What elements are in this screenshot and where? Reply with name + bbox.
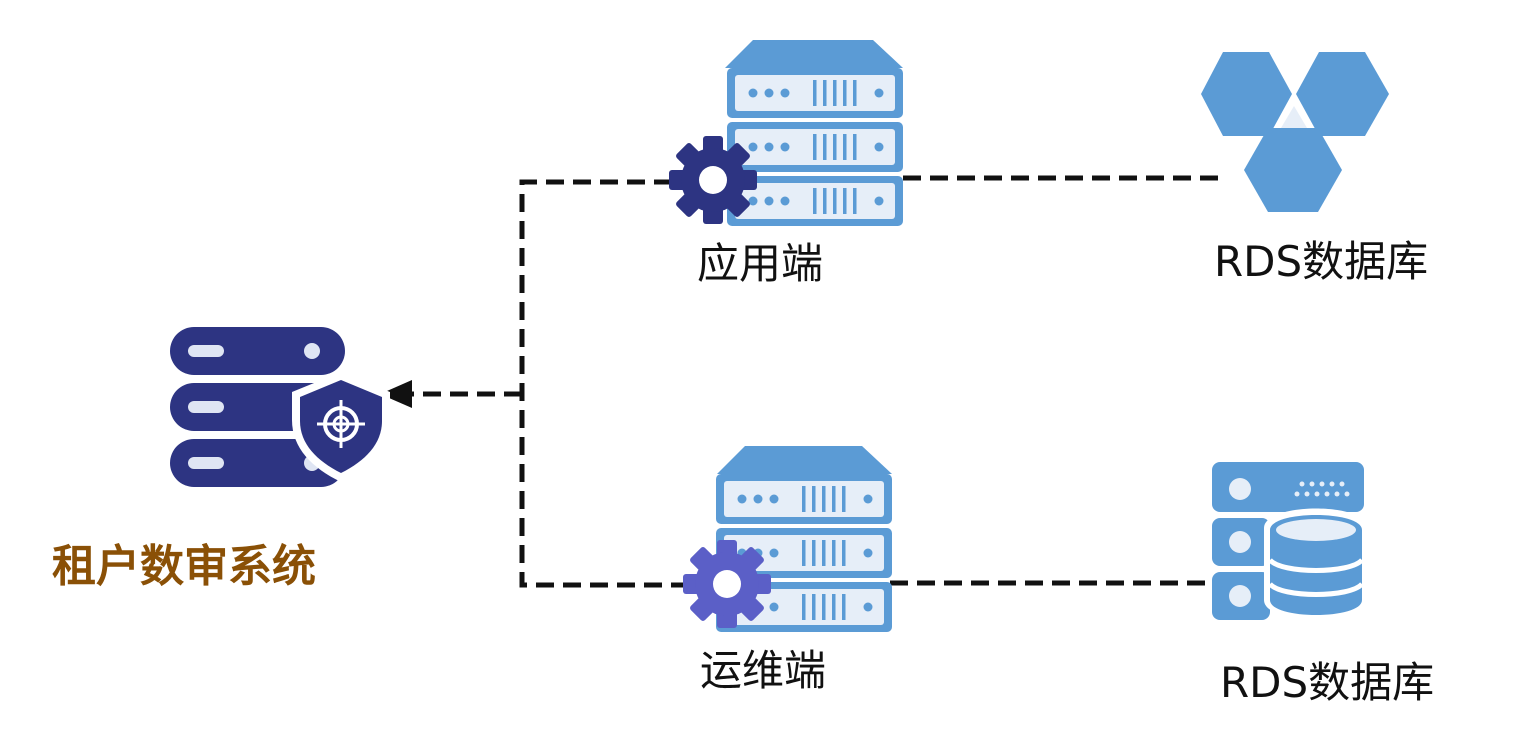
- server-gear-icon: [683, 446, 892, 632]
- ops-server-label: 运维端: [700, 646, 827, 695]
- app-server-label: 应用端: [697, 239, 824, 288]
- connector-app-to-bus: [519, 179, 690, 588]
- database-server-icon: [1212, 462, 1368, 620]
- hexagon-cluster-icon: [1201, 52, 1389, 212]
- audit-system-label: 租户数审系统: [52, 541, 316, 592]
- rds-bottom-label: RDS数据库: [1220, 658, 1435, 707]
- connector-lines: [408, 175, 1222, 588]
- server-shield-icon: [170, 327, 390, 487]
- rds-top-label: RDS数据库: [1214, 237, 1429, 286]
- arrowhead-to-audit: [380, 380, 412, 408]
- server-gear-icon: [669, 40, 903, 226]
